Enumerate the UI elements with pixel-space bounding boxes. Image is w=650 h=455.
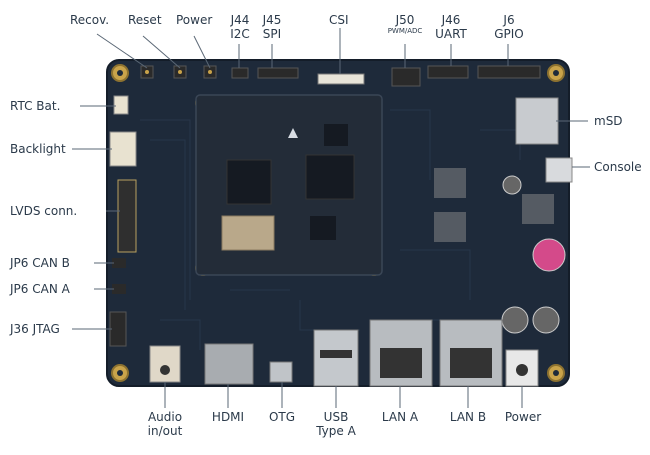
label-j6-id: J6: [503, 13, 515, 27]
label-reset: Reset: [128, 13, 162, 27]
msd-slot: [515, 97, 559, 145]
label-msd: mSD: [594, 114, 623, 128]
can-a-jumper: [112, 284, 126, 294]
label-power-button: Power: [176, 13, 213, 27]
label-otg: OTG: [268, 410, 296, 424]
processor-chip: [226, 159, 272, 205]
small-chip: [310, 216, 336, 240]
label-j45-spi: SPI: [262, 27, 282, 41]
capacitor-1: [532, 238, 566, 272]
label-j44: J44 I2C: [228, 13, 252, 41]
label-usb-line1: USB: [323, 410, 349, 424]
backlight-connector: [109, 131, 137, 167]
lvds-connector: [117, 179, 137, 253]
label-lan-a: LAN A: [381, 410, 419, 424]
label-rtc-battery: RTC Bat.: [10, 99, 61, 113]
inductor-3: [522, 194, 554, 224]
capacitor-4: [502, 175, 522, 195]
audio-jack: [149, 345, 181, 383]
console-connector: [545, 157, 573, 183]
label-audio: Audio in/out: [140, 410, 190, 438]
label-csi: CSI: [329, 13, 349, 27]
hdmi-port: [204, 343, 254, 385]
label-audio-line1: Audio: [147, 410, 183, 424]
leader-lines: [72, 28, 590, 408]
emmc-chip: [221, 215, 275, 251]
label-j44-id: J44: [230, 13, 250, 27]
logo-triangle: [288, 128, 298, 138]
label-j46-uart: UART: [435, 27, 467, 41]
label-audio-line2: in/out: [147, 424, 183, 438]
label-j45: J45 SPI: [260, 13, 284, 41]
label-j44-i2c: I2C: [230, 27, 250, 41]
otg-port: [269, 361, 293, 383]
jtag-header: [109, 311, 127, 347]
can-b-jumper: [112, 258, 126, 268]
label-j6: J6 GPIO: [492, 13, 526, 41]
rtc-battery-connector: [113, 95, 129, 115]
label-usb: USB Type A: [311, 410, 361, 438]
label-lan-b: LAN B: [449, 410, 487, 424]
memory-chip: [305, 154, 355, 200]
label-j46-id: J46: [441, 13, 461, 27]
label-j50-pwm-adc: PWM/ADC: [387, 27, 423, 35]
pmic-chip: [324, 124, 348, 146]
label-j46: J46 UART: [434, 13, 468, 41]
label-backlight: Backlight: [10, 142, 66, 156]
label-recov: Recov.: [70, 13, 110, 27]
label-power-jack: Power: [504, 410, 542, 424]
label-can-a: JP6 CAN A: [10, 282, 70, 296]
label-j50-id: J50: [395, 13, 415, 27]
label-j50: J50 PWM/ADC: [383, 13, 427, 36]
label-usb-line2: Type A: [316, 424, 356, 438]
label-j45-id: J45: [262, 13, 282, 27]
label-jtag: J36 JTAG: [10, 322, 60, 336]
capacitor-3: [532, 306, 560, 334]
label-j6-gpio: GPIO: [494, 27, 524, 41]
csi-connector: [317, 73, 365, 85]
inductor-1: [434, 168, 466, 198]
inductor-2: [434, 212, 466, 242]
label-console: Console: [594, 160, 642, 174]
capacitor-2: [501, 306, 529, 334]
label-hdmi: HDMI: [211, 410, 245, 424]
label-lvds: LVDS conn.: [10, 204, 78, 218]
label-can-b: JP6 CAN B: [10, 256, 70, 270]
